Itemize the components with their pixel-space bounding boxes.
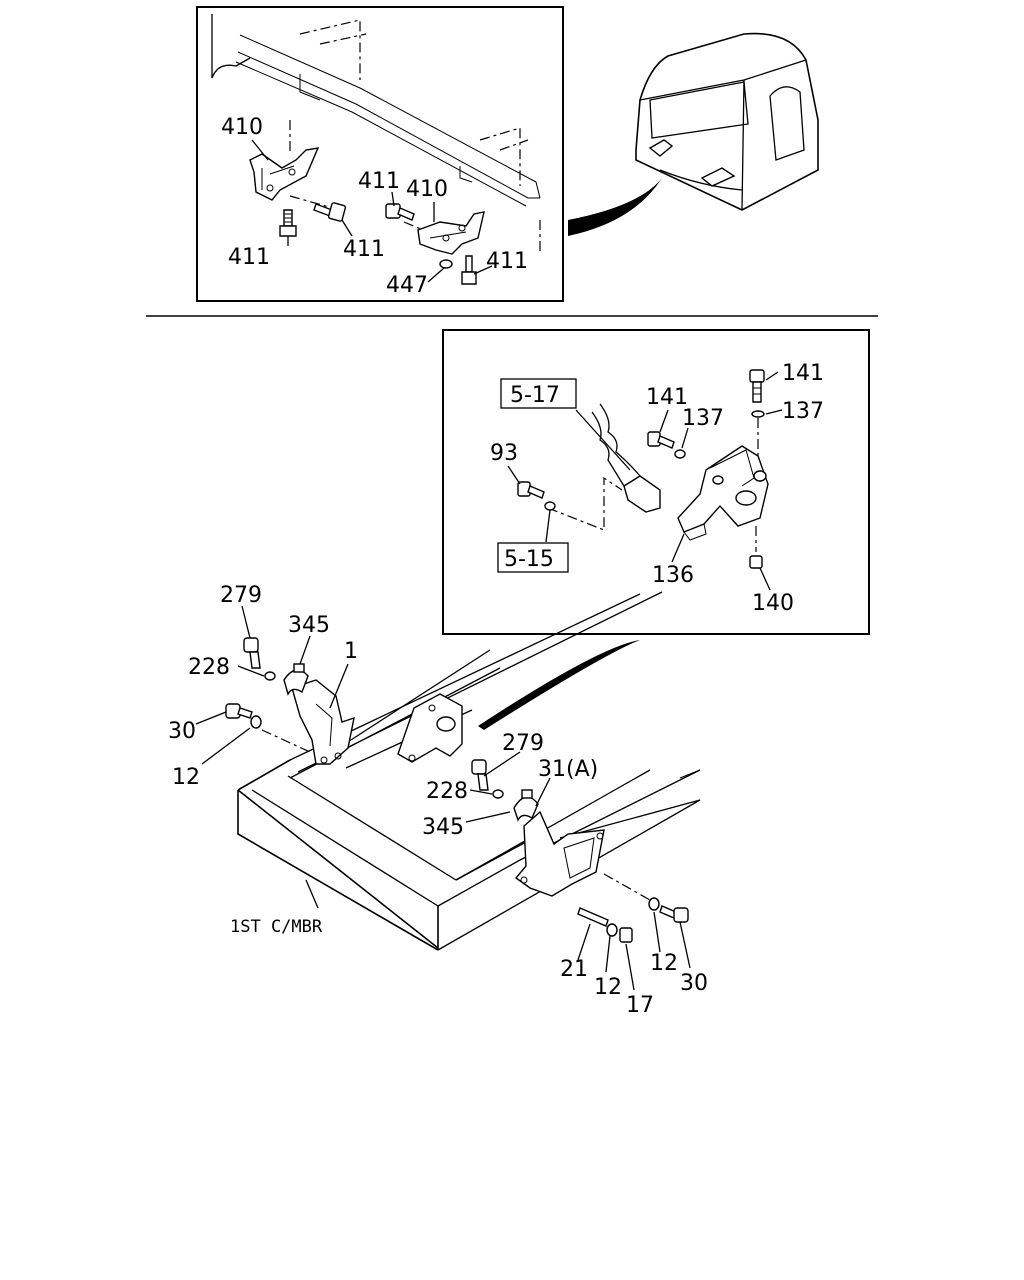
callout-279-left: 279 — [220, 583, 262, 608]
bracket-31A — [514, 810, 605, 897]
callout-411-right: 411 — [486, 249, 528, 274]
callout-17: 17 — [626, 993, 654, 1018]
callout-411-bottom-left: 411 — [228, 245, 270, 270]
washer-137-icon — [674, 449, 686, 459]
crossmember-label: 1ST C/MBR — [230, 917, 323, 937]
ref-label-5-15: 5-15 — [504, 547, 554, 572]
callout-411-middle: 411 — [343, 237, 385, 262]
callout-410-right: 410 — [406, 177, 448, 202]
callout-345-left: 345 — [288, 613, 330, 638]
washer-12-icon — [648, 897, 660, 911]
callout-228-left: 228 — [188, 655, 230, 680]
mount-bracket-136 — [677, 445, 769, 541]
callout-12-bottom: 12 — [594, 975, 622, 1000]
inset-detail-panel: 5-17 5-15 — [442, 329, 870, 635]
washer-12-icon — [606, 923, 618, 937]
cab-overview — [568, 32, 819, 236]
callout-30-left: 30 — [168, 719, 196, 744]
callout-345-right: 345 — [422, 815, 464, 840]
callout-21: 21 — [560, 957, 588, 982]
clamp-345-icon — [283, 663, 309, 696]
bolt-141-icon — [749, 369, 765, 403]
top-detail-panel: 410 411 411 411 410 411 447 — [196, 6, 564, 302]
bolt-141-icon — [647, 431, 675, 449]
frame-assembly: 279 345 1 228 30 12 279 31(A) 228 345 21… — [168, 583, 708, 1018]
bracket-410-left — [249, 147, 320, 201]
callout-30-right: 30 — [680, 971, 708, 996]
washer-137-icon — [751, 410, 765, 418]
bracket-410-right — [417, 211, 485, 255]
callout-31A: 31(A) — [538, 757, 598, 782]
callout-410-left: 410 — [221, 115, 263, 140]
stud-21-icon — [577, 907, 609, 927]
washer-icon — [544, 501, 556, 511]
callout-411-upper: 411 — [358, 169, 400, 194]
washer-12-icon — [250, 715, 262, 729]
ref-box-5-17 — [500, 378, 577, 409]
callout-12-left: 12 — [172, 765, 200, 790]
detail-arrow — [478, 640, 640, 730]
bolt-411-icon — [461, 255, 477, 285]
bolt-30-icon — [659, 905, 689, 923]
callout-93: 93 — [490, 441, 518, 466]
callout-279-right: 279 — [502, 731, 544, 756]
washer-447-icon — [439, 259, 453, 269]
clamp-345-icon — [513, 789, 539, 822]
bolt-411-icon — [279, 209, 297, 237]
nut-17-icon — [619, 927, 633, 943]
ref-box-5-15 — [497, 542, 569, 573]
bolt-411-icon — [313, 202, 347, 222]
washer-228-icon — [492, 789, 504, 799]
bolt-93-icon — [517, 481, 545, 499]
bracket-1 — [291, 679, 355, 765]
callout-447: 447 — [386, 273, 428, 298]
nut-140-icon — [749, 555, 763, 569]
callout-140: 140 — [752, 591, 794, 616]
washer-228-icon — [264, 671, 276, 681]
callout-12-right: 12 — [650, 951, 678, 976]
callout-137-top: 137 — [782, 399, 824, 424]
callout-141-top: 141 — [782, 361, 824, 386]
bolt-279-icon — [243, 637, 261, 669]
bolt-411-icon — [385, 203, 415, 221]
ref-label-5-17: 5-17 — [510, 383, 560, 408]
callout-141-left: 141 — [646, 385, 688, 410]
callout-137-left: 137 — [682, 406, 724, 431]
bolt-279-icon — [471, 759, 489, 791]
callout-136: 136 — [652, 563, 694, 588]
center-mount-bracket — [397, 693, 463, 763]
bolt-30-icon — [225, 703, 253, 719]
callout-228-right: 228 — [426, 779, 468, 804]
callout-1: 1 — [344, 639, 358, 664]
